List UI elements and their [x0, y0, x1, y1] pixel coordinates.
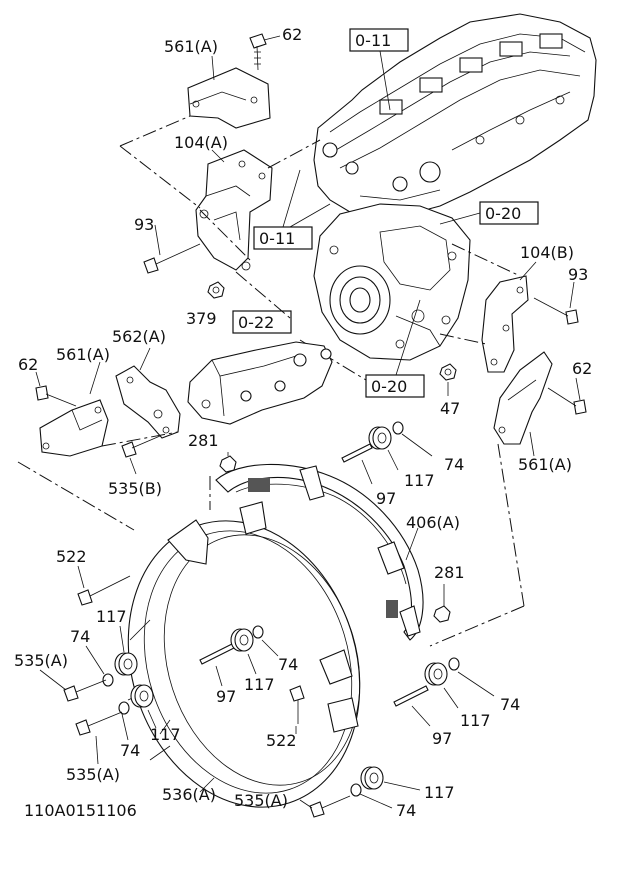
section-ref-box: 0-20	[365, 374, 425, 398]
pin-97-right	[393, 685, 429, 707]
callout-74: 74	[444, 455, 464, 474]
nut-47	[439, 363, 457, 381]
washer-74-right	[448, 657, 460, 671]
callout-74: 74	[120, 741, 140, 760]
nut-281-top	[219, 455, 237, 473]
spacer-117-bottom	[360, 766, 384, 790]
svg-text:0-11: 0-11	[259, 229, 295, 248]
washer-74-bottom	[350, 783, 362, 797]
washer-74-mid	[252, 625, 264, 639]
callout-74: 74	[278, 655, 298, 674]
bolt-522-mid	[289, 685, 305, 724]
bolt-522-left	[77, 575, 131, 606]
nut-281-right	[433, 605, 451, 623]
callout-117: 117	[424, 783, 455, 802]
bolt-62-top	[249, 33, 267, 71]
svg-text:0-20: 0-20	[485, 204, 521, 223]
diagram-id: 110A0151106	[24, 801, 137, 820]
section-ref-box: 0-20	[479, 201, 539, 225]
callout-62: 62	[572, 359, 592, 378]
callout-117: 117	[96, 607, 127, 626]
callout-117: 117	[244, 675, 275, 694]
callout-117: 117	[460, 711, 491, 730]
flywheel-cover-406a	[215, 463, 424, 641]
spacer-117-mid	[230, 628, 254, 652]
bolt-535a-bottom	[309, 795, 351, 818]
callout-535b: 535(B)	[108, 479, 162, 498]
callout-62: 62	[18, 355, 38, 374]
callout-561a: 561(A)	[518, 455, 572, 474]
callout-labels: 561(A) 62 104(A) 93 379 104(B) 93 47 62 …	[14, 25, 592, 820]
callout-281: 281	[188, 431, 219, 450]
timing-gear-housing	[313, 203, 471, 361]
callout-561a: 561(A)	[164, 37, 218, 56]
bracket-104a	[195, 149, 273, 271]
callout-535a: 535(A)	[66, 765, 120, 784]
flywheel-housing-536a	[127, 501, 361, 808]
callout-535a: 535(A)	[14, 651, 68, 670]
bolt-535a-left	[63, 679, 107, 702]
bolt-93-left	[143, 243, 201, 274]
callout-74: 74	[500, 695, 520, 714]
callout-74: 74	[70, 627, 90, 646]
callout-93: 93	[134, 215, 154, 234]
cylinder-head	[313, 13, 597, 217]
callout-117: 117	[404, 471, 435, 490]
callout-93: 93	[568, 265, 588, 284]
washer-74-top	[392, 421, 404, 435]
bolt-535a-low	[75, 711, 123, 736]
bracket-0-22	[187, 341, 333, 425]
bolt-535b	[121, 435, 161, 458]
callout-62: 62	[282, 25, 302, 44]
spacer-117-left	[114, 652, 138, 676]
bracket-562a	[115, 365, 181, 439]
callout-97: 97	[376, 489, 396, 508]
nut-379	[207, 281, 225, 299]
svg-text:0-22: 0-22	[238, 313, 274, 332]
bolt-93-right	[533, 297, 579, 325]
callout-406a: 406(A)	[406, 513, 460, 532]
callout-47: 47	[440, 399, 460, 418]
callout-74: 74	[396, 801, 416, 820]
pin-97-top	[341, 443, 373, 463]
callout-281: 281	[434, 563, 465, 582]
section-ref-box: 0-22	[232, 310, 292, 334]
washer-74-left	[102, 673, 114, 687]
callout-522: 522	[56, 547, 87, 566]
bracket-561a-left	[39, 399, 109, 457]
svg-text:0-20: 0-20	[371, 377, 407, 396]
callout-535a: 535(A)	[234, 791, 288, 810]
callout-117: 117	[150, 725, 181, 744]
bracket-561a-right	[493, 351, 553, 445]
section-ref-box: 0-11	[253, 226, 313, 250]
callout-104a: 104(A)	[174, 133, 228, 152]
spacer-117-low	[130, 684, 154, 708]
bolt-62-right	[547, 387, 587, 415]
callout-104b: 104(B)	[520, 243, 574, 262]
bracket-561a-top	[187, 67, 271, 129]
bracket-104b	[481, 275, 529, 373]
callout-536a: 536(A)	[162, 785, 216, 804]
svg-text:0-11: 0-11	[355, 31, 391, 50]
callout-97: 97	[216, 687, 236, 706]
spacer-117-top	[368, 426, 392, 450]
washer-74-low	[118, 701, 130, 715]
spacer-117-right	[424, 662, 448, 686]
section-ref-box: 0-11	[349, 28, 409, 52]
bolt-62-left	[35, 385, 77, 407]
callout-562a: 562(A)	[112, 327, 166, 346]
callout-379: 379	[186, 309, 217, 328]
callout-561a: 561(A)	[56, 345, 110, 364]
callout-522: 522	[266, 731, 297, 750]
callout-97: 97	[432, 729, 452, 748]
